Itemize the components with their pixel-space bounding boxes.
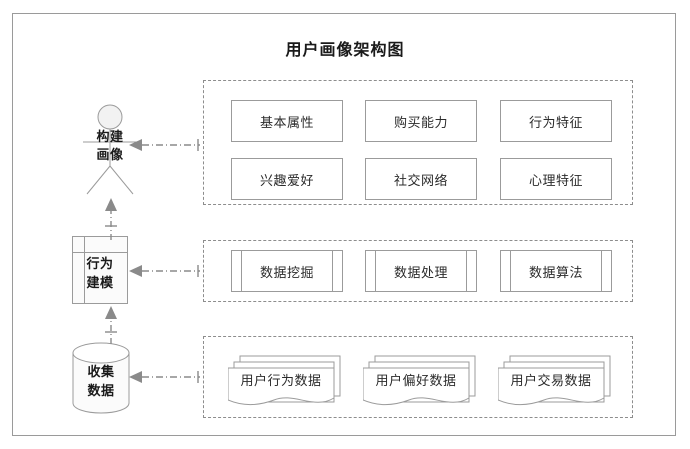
- node-collect-data[interactable]: [72, 342, 130, 414]
- cylinder-label-line2: 数据: [87, 384, 115, 399]
- database-cylinder-icon: [72, 342, 130, 414]
- node-behavior-features[interactable]: 行为特征: [500, 100, 612, 142]
- component-label-line2: 建模: [86, 276, 114, 291]
- node-behavior-modeling[interactable]: [72, 236, 128, 304]
- stick-figure-icon: [83, 104, 137, 195]
- connector-profile-group-to-actor: [128, 135, 206, 155]
- node-user-transaction-data[interactable]: 用户交易数据: [498, 348, 616, 410]
- node-collect-data-label: 收集 数据: [72, 363, 130, 401]
- multi-document-icon: [363, 355, 476, 405]
- node-data-algorithm[interactable]: 数据算法: [500, 250, 612, 292]
- actor-build-profile-label: 构建 画像: [78, 129, 142, 165]
- node-social-network[interactable]: 社交网络: [365, 158, 477, 200]
- page-title: 用户画像架构图: [285, 40, 405, 59]
- node-interests-hobbies[interactable]: 兴趣爱好: [231, 158, 343, 200]
- connector-data-group-to-cylinder: [128, 367, 206, 387]
- node-psychological-features[interactable]: 心理特征: [500, 158, 612, 200]
- node-user-preference-data[interactable]: 用户偏好数据: [363, 348, 481, 410]
- actor-label-line2: 画像: [96, 148, 124, 163]
- node-data-processing[interactable]: 数据处理: [365, 250, 477, 292]
- component-bar-horizontal: [73, 252, 127, 253]
- actor-label-line1: 构建: [96, 130, 124, 145]
- connector-model-group-to-component: [128, 261, 206, 281]
- group-container-profile: [203, 80, 633, 205]
- multi-document-icon: [228, 355, 341, 405]
- actor-build-profile[interactable]: [78, 104, 142, 196]
- group-container-data: [203, 336, 633, 418]
- connector-modeling-to-profile: [100, 196, 122, 240]
- cylinder-label-line1: 收集: [87, 365, 115, 380]
- node-data-mining[interactable]: 数据挖掘: [231, 250, 343, 292]
- node-purchasing-power[interactable]: 购买能力: [365, 100, 477, 142]
- multi-document-icon: [498, 355, 611, 405]
- group-container-model: [203, 240, 633, 302]
- connector-data-to-modeling: [100, 304, 122, 344]
- component-label-line1: 行为: [86, 257, 114, 272]
- node-behavior-modeling-label: 行为 建模: [72, 255, 128, 293]
- node-basic-attributes[interactable]: 基本属性: [231, 100, 343, 142]
- component-bar-vertical: [84, 237, 85, 303]
- node-user-behavior-data[interactable]: 用户行为数据: [228, 348, 346, 410]
